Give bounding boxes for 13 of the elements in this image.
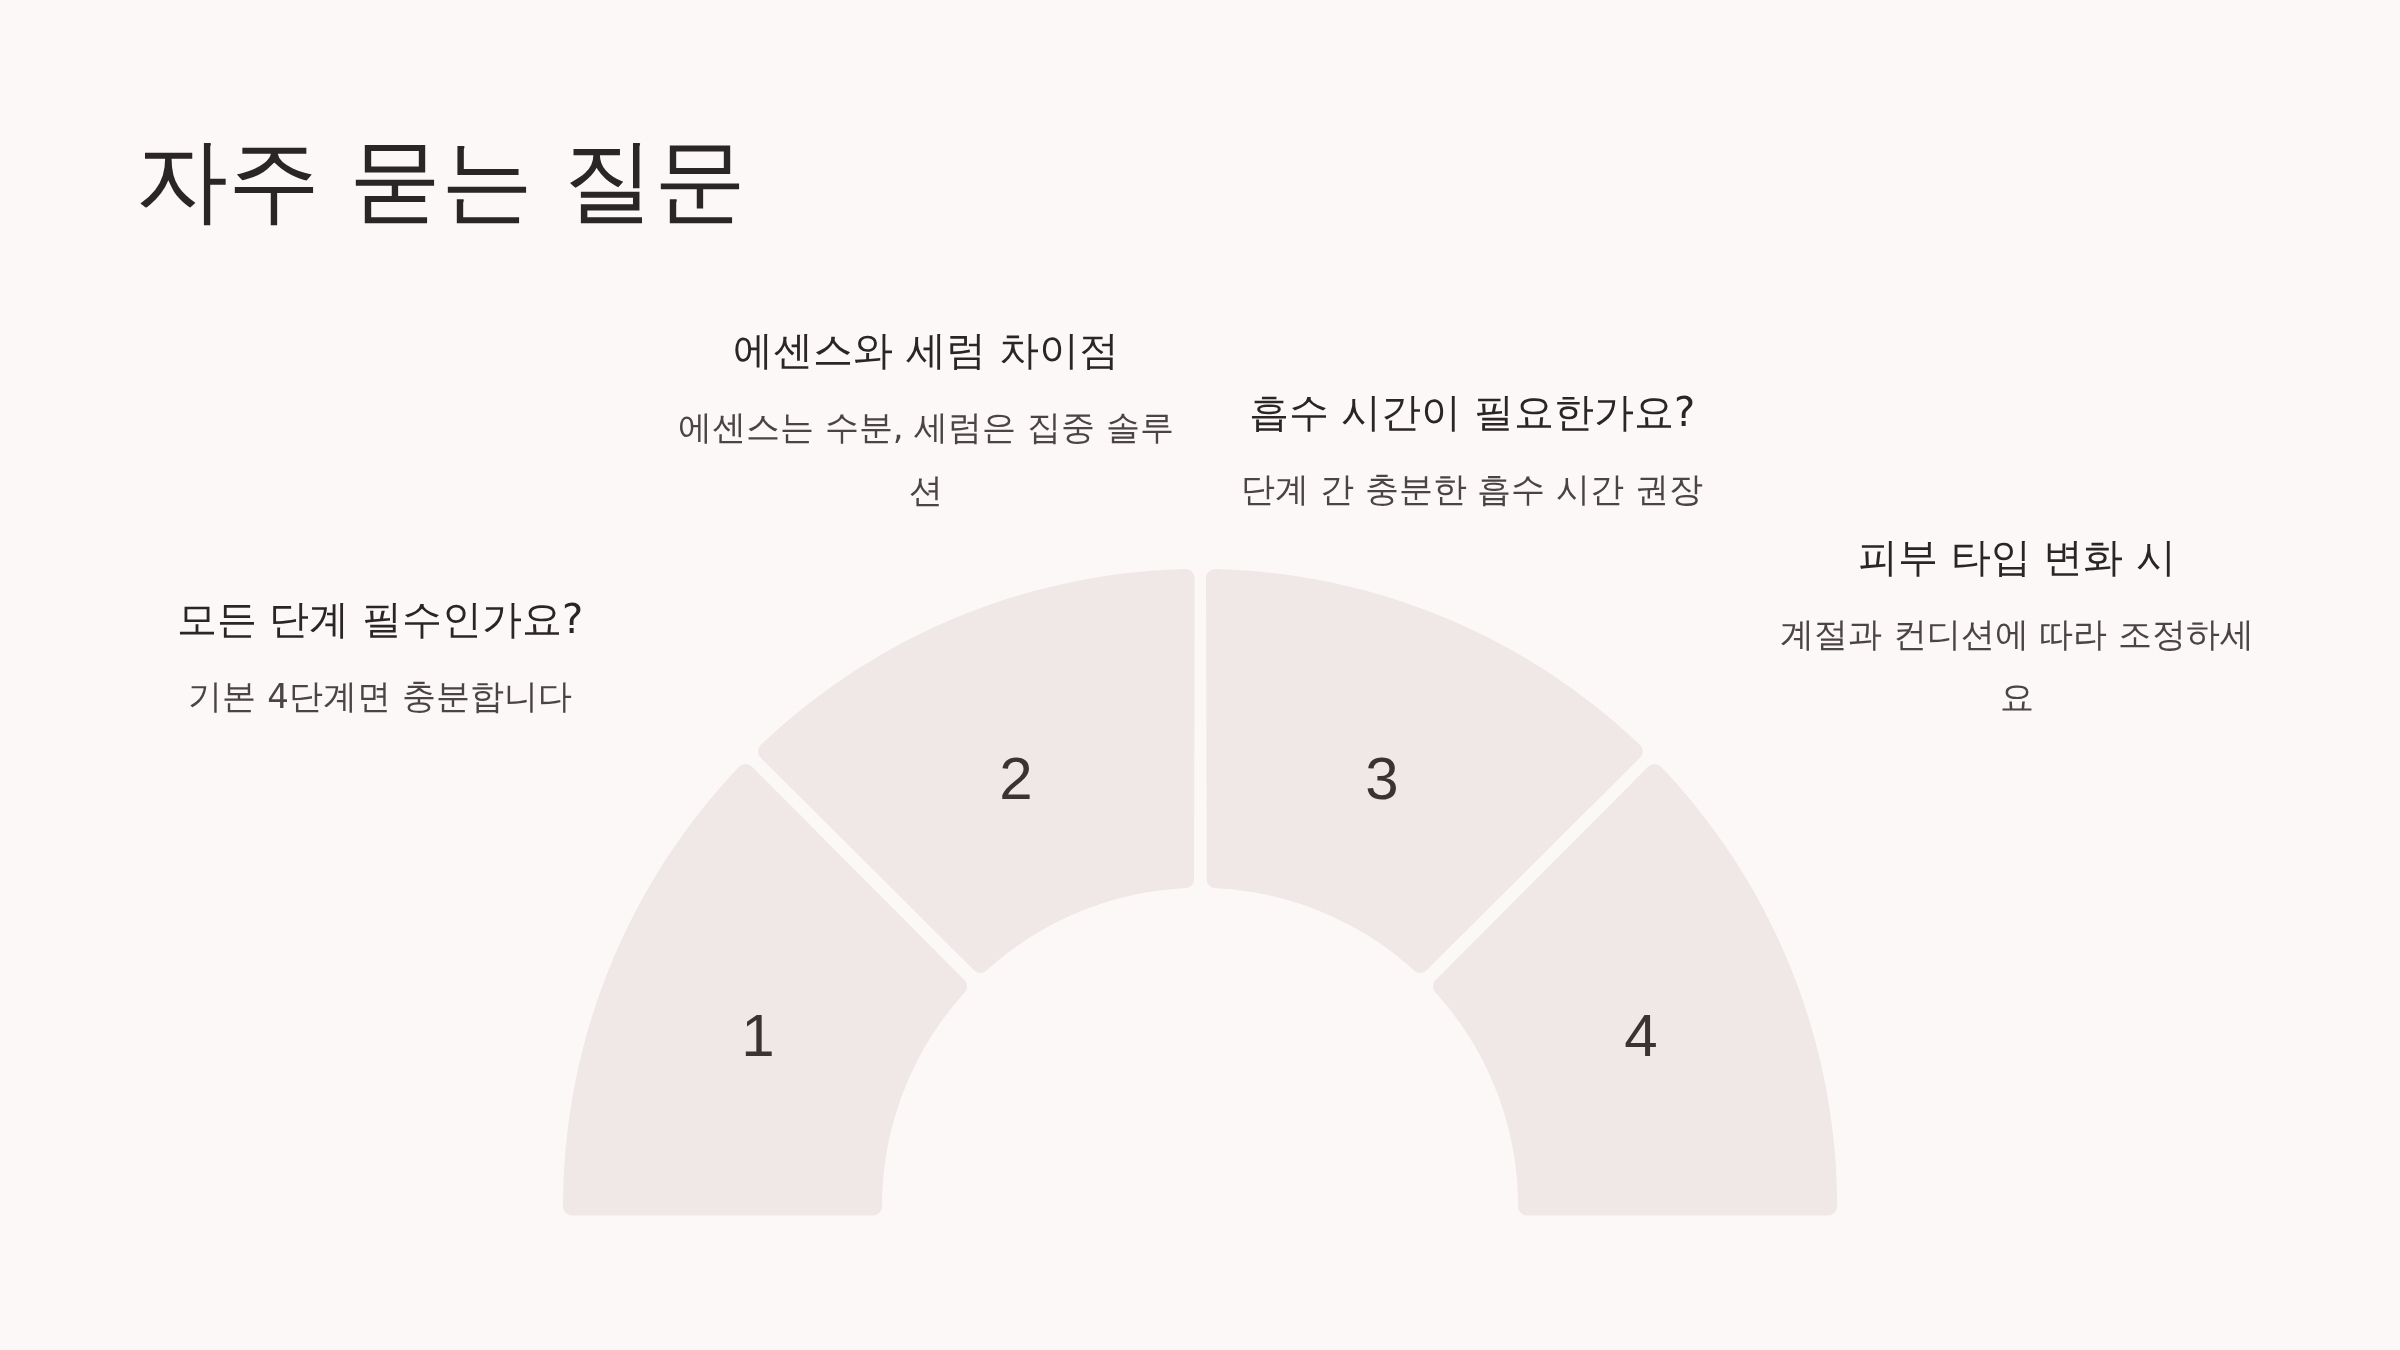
step-number: 2 <box>999 749 1033 809</box>
page-title: 자주 묻는 질문 <box>136 130 747 232</box>
question-heading: 에센스와 세럼 차이점 <box>733 326 1119 374</box>
question-heading: 모든 단계 필수인가요? <box>176 595 584 643</box>
step-number: 1 <box>741 1006 775 1066</box>
question-heading: 흡수 시간이 필요한가요? <box>1248 388 1696 436</box>
answer-text: 단계 간 충분한 흡수 시간 권장 <box>1239 468 1704 511</box>
answer-text: 계절과 컨디션에 따라 조정하세요 <box>1778 613 2256 719</box>
answer-text: 기본 4단계면 충분합니다 <box>187 675 573 718</box>
step-number: 4 <box>1624 1006 1658 1066</box>
answer-text: 에센스는 수분, 세럼은 집중 솔루션 <box>676 406 1175 512</box>
question-heading: 피부 타입 변화 시 <box>1857 533 2177 581</box>
step-number: 3 <box>1365 749 1399 809</box>
